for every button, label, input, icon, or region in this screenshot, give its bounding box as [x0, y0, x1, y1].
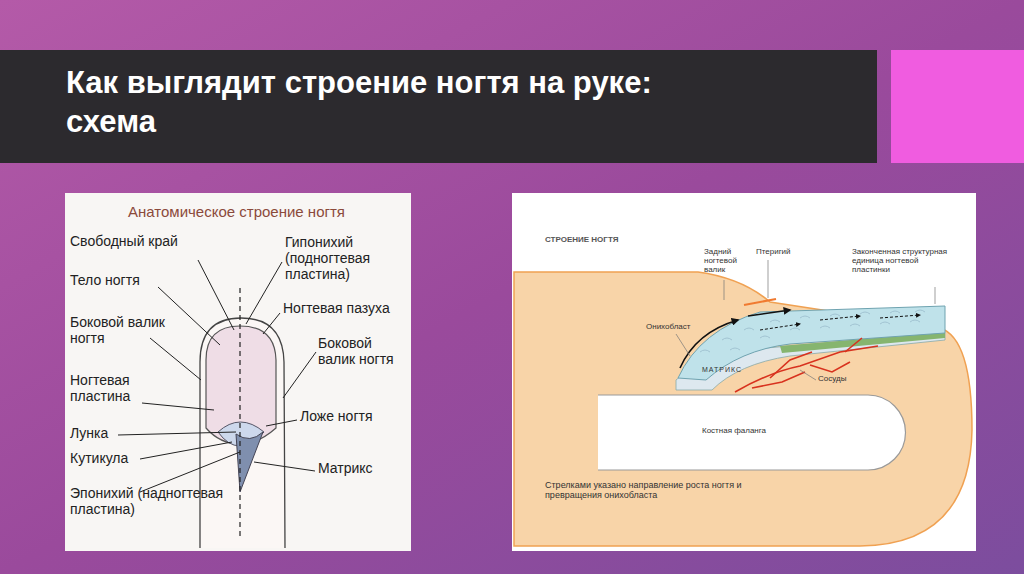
- part-label: Эпонихий (надногтевая пластина): [70, 485, 250, 517]
- part-label: Кутикула: [70, 450, 150, 466]
- accent-square: [891, 50, 1024, 163]
- part-label: Боковой валик ногтя: [70, 314, 165, 346]
- part-label: МАТРИКС: [702, 366, 752, 374]
- panel-heading: СТРОЕНИЕ НОГТЯ: [545, 235, 618, 244]
- part-label: Лунка: [70, 425, 150, 441]
- panel-heading: Анатомическое строение ногтя: [128, 203, 345, 220]
- panel: [512, 193, 976, 551]
- panel: [65, 193, 411, 551]
- part-label: Гипонихий (подногтевая пластина): [285, 234, 400, 282]
- part-label: Онихобласт: [646, 322, 706, 331]
- finger-drawing: [200, 288, 285, 548]
- part-label: Законченная структурная единица ногтевой…: [852, 247, 952, 275]
- leader-line: [676, 260, 935, 380]
- part-label: Боковой валик ногтя: [318, 335, 410, 367]
- part-label: Ногтевая пазуха: [283, 300, 409, 316]
- part-label: Костная фаланга: [702, 426, 822, 435]
- part-label: Сосуды: [818, 374, 858, 383]
- part-label: Ногтевая пластина: [70, 372, 160, 404]
- slide-title: Как выглядит строение ногтя на руке: схе…: [66, 64, 726, 142]
- part-label: Свободный край: [70, 233, 230, 249]
- part-label: Ложе ногтя: [300, 408, 400, 424]
- part-label: Матрикс: [318, 460, 408, 476]
- part-label: Стрелками указано направление роста ногт…: [545, 480, 770, 501]
- nail-section-drawing: [514, 272, 972, 546]
- part-label: Задний ногтевой валик: [704, 247, 748, 275]
- title-banner: [0, 50, 877, 163]
- part-label: Птеригий: [756, 247, 806, 256]
- leader-line: [118, 260, 316, 492]
- part-label: Тело ногтя: [70, 272, 190, 288]
